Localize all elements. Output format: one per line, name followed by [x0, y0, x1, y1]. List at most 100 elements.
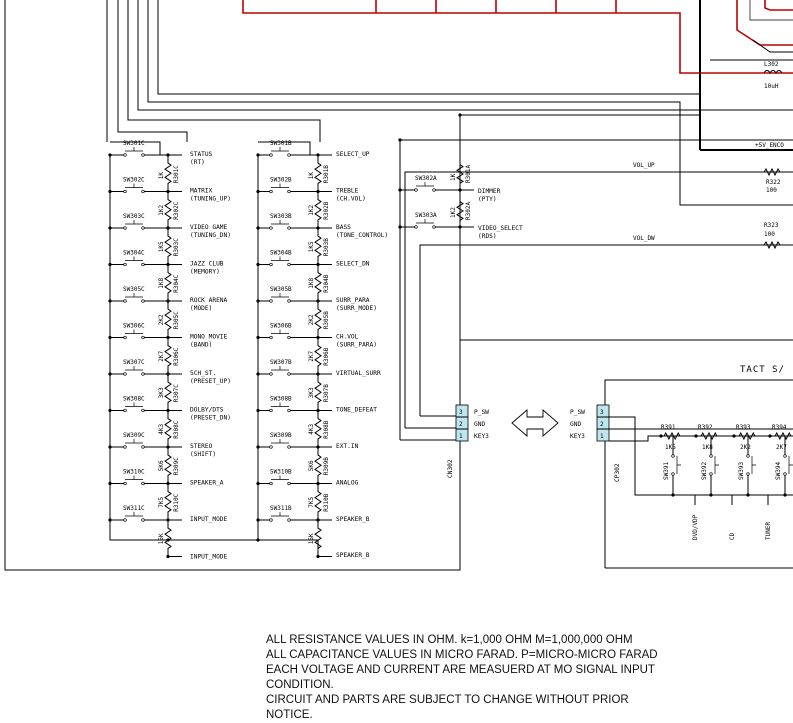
resistor-ref: R303B: [323, 238, 330, 256]
note-line: NOTICE.: [266, 709, 313, 721]
resistor-ref: R305B: [323, 311, 330, 329]
function-label: JAZZ CLUB: [190, 261, 224, 268]
resistor-symbol: [314, 341, 322, 370]
junction-dot: [108, 226, 112, 230]
switch-label: SW391: [663, 462, 670, 480]
function-sub-label: (TUNING_UP): [190, 196, 231, 203]
switch-contact: [141, 335, 145, 340]
resistor-value: 1K5: [308, 241, 315, 252]
resistor-symbol: [314, 414, 322, 443]
switch-contact: [141, 518, 145, 522]
switch-contact: [783, 454, 787, 458]
switch-plunger: [788, 456, 793, 474]
switch-label: SW308B: [270, 396, 292, 403]
vol-up-label: VOL_UP: [633, 162, 655, 169]
switch-contact: [671, 472, 675, 476]
switch-contact: [123, 445, 127, 449]
r323-val: 100: [764, 231, 775, 238]
cn302-label-gnd: GND: [474, 421, 485, 428]
note-line: ALL CAPACITANCE VALUES IN MICRO FARAD. P…: [266, 649, 658, 661]
l302-val: 10uH: [764, 83, 779, 90]
junction-dot: [398, 138, 402, 142]
resistor-symbol: [164, 195, 172, 224]
switch-plunger: [714, 456, 719, 474]
vol-lines: VOL_UP VOL_DW +5V_ENCO L302 10uH R322 10…: [399, 61, 793, 440]
function-label: VIRTUAL_SURR: [336, 370, 381, 377]
note-line: ALL RESISTANCE VALUES IN OHM. k=1,000 OH…: [266, 634, 633, 646]
switch-plunger: [125, 439, 143, 444]
cn302-label-psw: P_SW: [474, 409, 489, 416]
resistor-ref: R307B: [323, 384, 330, 402]
switch-contact: [269, 262, 273, 267]
switch-contact: [269, 153, 273, 157]
notes-block: ALL RESISTANCE VALUES IN OHM. k=1,000 OH…: [266, 633, 726, 723]
resistor-ref: R307C: [173, 384, 180, 402]
function-sub-label: (MODE): [190, 305, 212, 312]
switch-plunger: [271, 439, 289, 444]
switch-plunger: [271, 256, 289, 261]
switch-contact: [269, 372, 273, 376]
ladder-c-end-label: INPUT_MODE: [190, 554, 228, 561]
switch-plunger: [271, 402, 289, 407]
junction-dot: [671, 493, 675, 497]
switch-label: SW311C: [123, 505, 145, 512]
resistor-ref: R394: [772, 424, 787, 431]
function-label: BASS: [336, 224, 351, 231]
switch-label: SW310B: [270, 469, 292, 476]
switch-plunger: [271, 183, 289, 188]
junction-dot: [108, 518, 112, 522]
switch-contact: [141, 299, 145, 303]
note-line: CIRCUIT AND PARTS ARE SUBJECT TO CHANGE …: [266, 694, 629, 706]
resistor-symbol: [661, 431, 683, 441]
function-sub-label: (SURR_PARA): [336, 342, 377, 349]
resistor-symbol: [164, 305, 172, 334]
resistor-value: 15K: [308, 533, 315, 544]
resistor-ref: R393: [736, 424, 751, 431]
switch-contact: [269, 299, 273, 303]
switch-plunger: [271, 147, 289, 152]
function-label: SELECT_UP: [336, 151, 370, 158]
resistor-symbol: [164, 524, 172, 553]
l302-ref: L302: [764, 61, 779, 68]
resistor-value: 15K: [158, 533, 165, 544]
function-label: SPEAKER_A: [190, 480, 224, 487]
junction-dot: [108, 189, 112, 194]
resistor-value: 1K8: [158, 278, 165, 289]
r322-ref: R322: [766, 179, 781, 186]
function-sub-label: (RDS): [478, 233, 497, 240]
resistor-value: 3K3: [308, 387, 315, 398]
switch-plunger: [676, 456, 681, 474]
junction-dot: [746, 493, 750, 497]
switch-label: SW302C: [123, 177, 145, 184]
junction-dot: [108, 408, 112, 413]
junction-dot: [256, 299, 260, 303]
function-label: VIDEO_SELECT: [478, 225, 523, 232]
function-label: SPEAKER_B: [336, 516, 370, 523]
function-label: CH.VOL: [336, 334, 359, 341]
switch-contact: [746, 454, 750, 458]
switch-plunger: [271, 220, 289, 225]
resistor-value: 3K3: [158, 387, 165, 398]
switch-contact: [141, 189, 145, 194]
switch-contact: [269, 335, 273, 340]
node-dot: [768, 434, 772, 438]
switch-label: SW310C: [123, 469, 145, 476]
switch-contact: [414, 225, 418, 229]
switch-contact: [746, 472, 750, 476]
resistor-ref: R392: [698, 424, 713, 431]
function-sub-label: (MEMORY): [190, 269, 220, 276]
r323-symbol: [763, 240, 781, 250]
function-sub-label: (PTY): [478, 196, 497, 203]
node-dot: [694, 434, 698, 438]
resistor-value: 1K5: [158, 241, 165, 252]
function-label: MATRIX: [190, 188, 213, 195]
resistor-value: 4K3: [308, 424, 315, 435]
function-label: ROCK ARENA: [190, 297, 228, 304]
ladder-c-top: [110, 141, 161, 155]
function-label: TREBLE: [336, 188, 359, 195]
switch-label: SW307B: [270, 359, 292, 366]
switch-contact: [709, 454, 713, 458]
resistor-value: 1K5: [665, 444, 676, 451]
switch-contact: [269, 226, 273, 230]
